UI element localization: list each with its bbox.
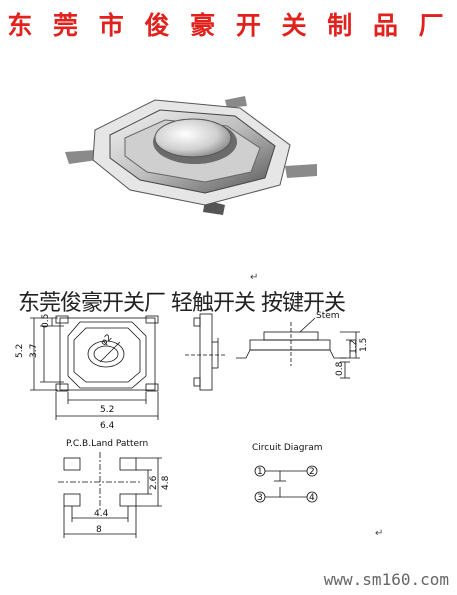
- watermark: www.sm160.com: [323, 570, 449, 589]
- dim-pcb-d2: 4.8: [161, 475, 171, 490]
- return-mark: ↵: [250, 272, 259, 283]
- dim-side-h3: 0.8: [335, 361, 345, 376]
- dim-top-small: 0.5: [41, 314, 51, 328]
- dim-pcb-d4: 8: [96, 525, 102, 535]
- dim-top-side: 5.2: [15, 344, 25, 358]
- pin-label: 2: [309, 467, 315, 477]
- dim-top-width: 5.2: [100, 405, 114, 415]
- page-title: 东 莞 市 俊 豪 开 关 制 品 厂: [7, 11, 450, 40]
- switch-photo: [65, 96, 317, 215]
- dim-side-h1: 1.5: [359, 338, 369, 352]
- dim-pcb-d1: 2.6: [149, 475, 159, 490]
- dim-top-circle: φ2: [99, 333, 114, 348]
- dim-pcb-d3: 4.4: [94, 509, 109, 519]
- circuit-label: Circuit Diagram: [252, 443, 322, 453]
- return-mark: ↵: [375, 528, 384, 539]
- dim-top-total: 6.4: [100, 421, 115, 431]
- pcb-label: P.C.B.Land Pattern: [66, 439, 148, 449]
- top-view-outline: [59, 317, 156, 391]
- top-view-body: [67, 321, 147, 389]
- stem-label: Stem: [316, 311, 340, 321]
- pin-label: 3: [257, 493, 263, 503]
- subtitle: 东莞俊豪开关厂 轻触开关 按键开关: [18, 291, 346, 316]
- dim-side-h2: 1.2: [349, 340, 359, 354]
- dim-top-inner: 3.7: [29, 344, 39, 358]
- top-view-circle: [87, 340, 125, 368]
- pin-label: 4: [309, 493, 315, 503]
- pin-label: 1: [257, 467, 263, 477]
